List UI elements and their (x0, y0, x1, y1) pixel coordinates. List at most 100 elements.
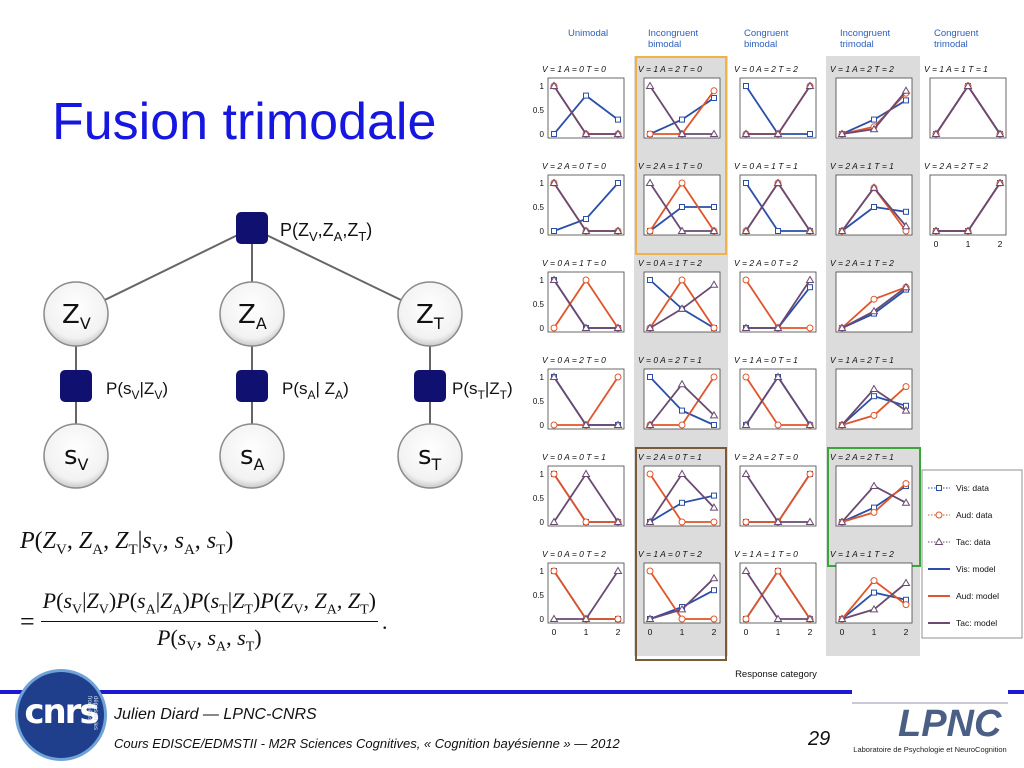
node-z-v (43, 281, 109, 347)
y-tick-label: 0.5 (533, 203, 545, 212)
data-point-a (870, 577, 878, 585)
x-tick-label-0: 2 (616, 627, 621, 637)
equation-denominator: P(sV, sA, sT) (157, 625, 262, 655)
y-tick-label: 1 (540, 179, 545, 188)
data-line-a (650, 376, 715, 426)
data-line-a (554, 376, 619, 426)
panel-label: V = 2 A = 2 T = 0 (734, 452, 798, 462)
panel-3-2: V = 2 A = 1 T = 2 (830, 258, 913, 333)
data-point-t (837, 614, 847, 622)
panel-1-5: V = 1 A = 0 T = 2 (638, 549, 721, 624)
x-tick-label-3: 0 (840, 627, 845, 637)
data-point-t (613, 420, 623, 428)
panel-frame (739, 271, 817, 333)
data-point-a (678, 518, 686, 526)
data-point-a (550, 421, 558, 429)
data-point-a (902, 383, 910, 391)
highlight-frame-orange (635, 56, 727, 255)
data-point-t (773, 614, 783, 622)
data-point-t (741, 420, 751, 428)
data-point-v (711, 204, 717, 210)
factor-sv-zv (60, 370, 92, 402)
panel-1-1: V = 2 A = 1 T = 0 (638, 161, 721, 236)
panel-frame (547, 368, 625, 430)
data-point-t (805, 226, 815, 234)
data-point-a (646, 567, 654, 575)
data-point-t (709, 573, 719, 582)
y-tick-label: 0.5 (533, 300, 545, 309)
data-line-a (746, 473, 811, 523)
data-point-a (870, 411, 878, 419)
data-point-t (837, 323, 847, 331)
panel-0-4: V = 0 A = 0 T = 110.50 (533, 452, 625, 527)
data-point-t (805, 81, 815, 89)
data-point-a (678, 276, 686, 284)
data-point-t (901, 282, 911, 291)
equation-posterior-lhs: P(ZV, ZA, ZT|sV, sA, sT) (20, 528, 234, 558)
panel-label: V = 0 A = 1 T = 2 (638, 258, 702, 268)
data-point-t (773, 178, 783, 186)
data-point-t (549, 81, 559, 89)
data-point-a (582, 518, 590, 526)
data-point-v (711, 95, 717, 101)
panel-label: V = 0 A = 0 T = 2 (542, 549, 606, 559)
data-point-t (645, 323, 655, 331)
lpnc-logo: LPNC Laboratoire de Psychologie et Neuro… (852, 686, 1008, 758)
data-point-t (709, 226, 719, 234)
data-point-t (613, 226, 623, 234)
y-tick-label: 0 (540, 227, 545, 236)
data-point-t (773, 323, 783, 331)
data-point-a (582, 276, 590, 284)
data-point-t (901, 86, 911, 94)
data-line-v (746, 286, 811, 329)
data-point-t (741, 129, 751, 137)
panel-label: V = 0 A = 1 T = 0 (542, 258, 606, 268)
panel-2-5: V = 1 A = 1 T = 0 (734, 549, 817, 624)
data-point-t (645, 517, 655, 525)
cnrs-logo-subtext: dépasser les frontières (86, 696, 98, 731)
data-point-t (709, 280, 719, 288)
panel-4-1: V = 2 A = 2 T = 2 (924, 161, 1007, 236)
node-s-t (397, 423, 463, 489)
lpnc-logo-text: LPNC (898, 703, 1002, 745)
data-point-v (583, 216, 589, 222)
data-point-t (963, 81, 973, 89)
panel-label: V = 0 A = 0 T = 1 (542, 452, 606, 462)
factor-joint-label: P(ZV,ZA,ZT) (280, 220, 372, 244)
data-point-v (679, 407, 685, 414)
panel-0-0: V = 1 A = 0 T = 010.50 (533, 64, 625, 139)
data-point-a (646, 227, 654, 235)
y-tick-label: 1 (540, 373, 545, 382)
equation-posterior-rhs: = P(sV|ZV)P(sA|ZA)P(sT|ZT)P(ZV, ZA, ZT) … (20, 588, 388, 655)
factor-st-zt (414, 370, 446, 402)
data-point-t (549, 178, 559, 186)
data-point-t (837, 420, 847, 428)
page-number: 29 (808, 728, 831, 750)
equation-numerator: P(sV|ZV)P(sA|ZA)P(sT|ZT)P(ZV, ZA, ZT) (40, 588, 378, 623)
panel-0-5: V = 0 A = 0 T = 210.50 (533, 549, 625, 624)
data-point-t (709, 503, 719, 511)
panel-label: V = 0 A = 1 T = 1 (734, 161, 798, 171)
data-point-v (743, 83, 749, 89)
data-point-a (614, 615, 622, 623)
y-tick-label: 0 (540, 324, 545, 333)
y-tick-label: 0 (540, 615, 545, 624)
data-point-v (679, 116, 685, 123)
data-point-a (710, 87, 718, 95)
data-point-v (807, 131, 813, 137)
panel-label: V = 1 A = 0 T = 2 (638, 549, 702, 559)
data-point-t (773, 129, 783, 137)
factor-sa-za-label: P(sA| ZA) (282, 379, 349, 402)
data-point-v (647, 374, 653, 380)
legend-label-3: Vis: model (956, 564, 996, 574)
cnrs-logo-text: cnrs (24, 692, 99, 732)
legend-marker-0 (936, 485, 942, 491)
data-point-t (581, 323, 591, 331)
panel-frame (643, 77, 721, 139)
panel-frame (547, 465, 625, 527)
x-tick-label-3: 1 (872, 627, 877, 637)
data-point-v (679, 204, 685, 210)
panel-label: V = 1 A = 2 T = 2 (830, 64, 894, 74)
